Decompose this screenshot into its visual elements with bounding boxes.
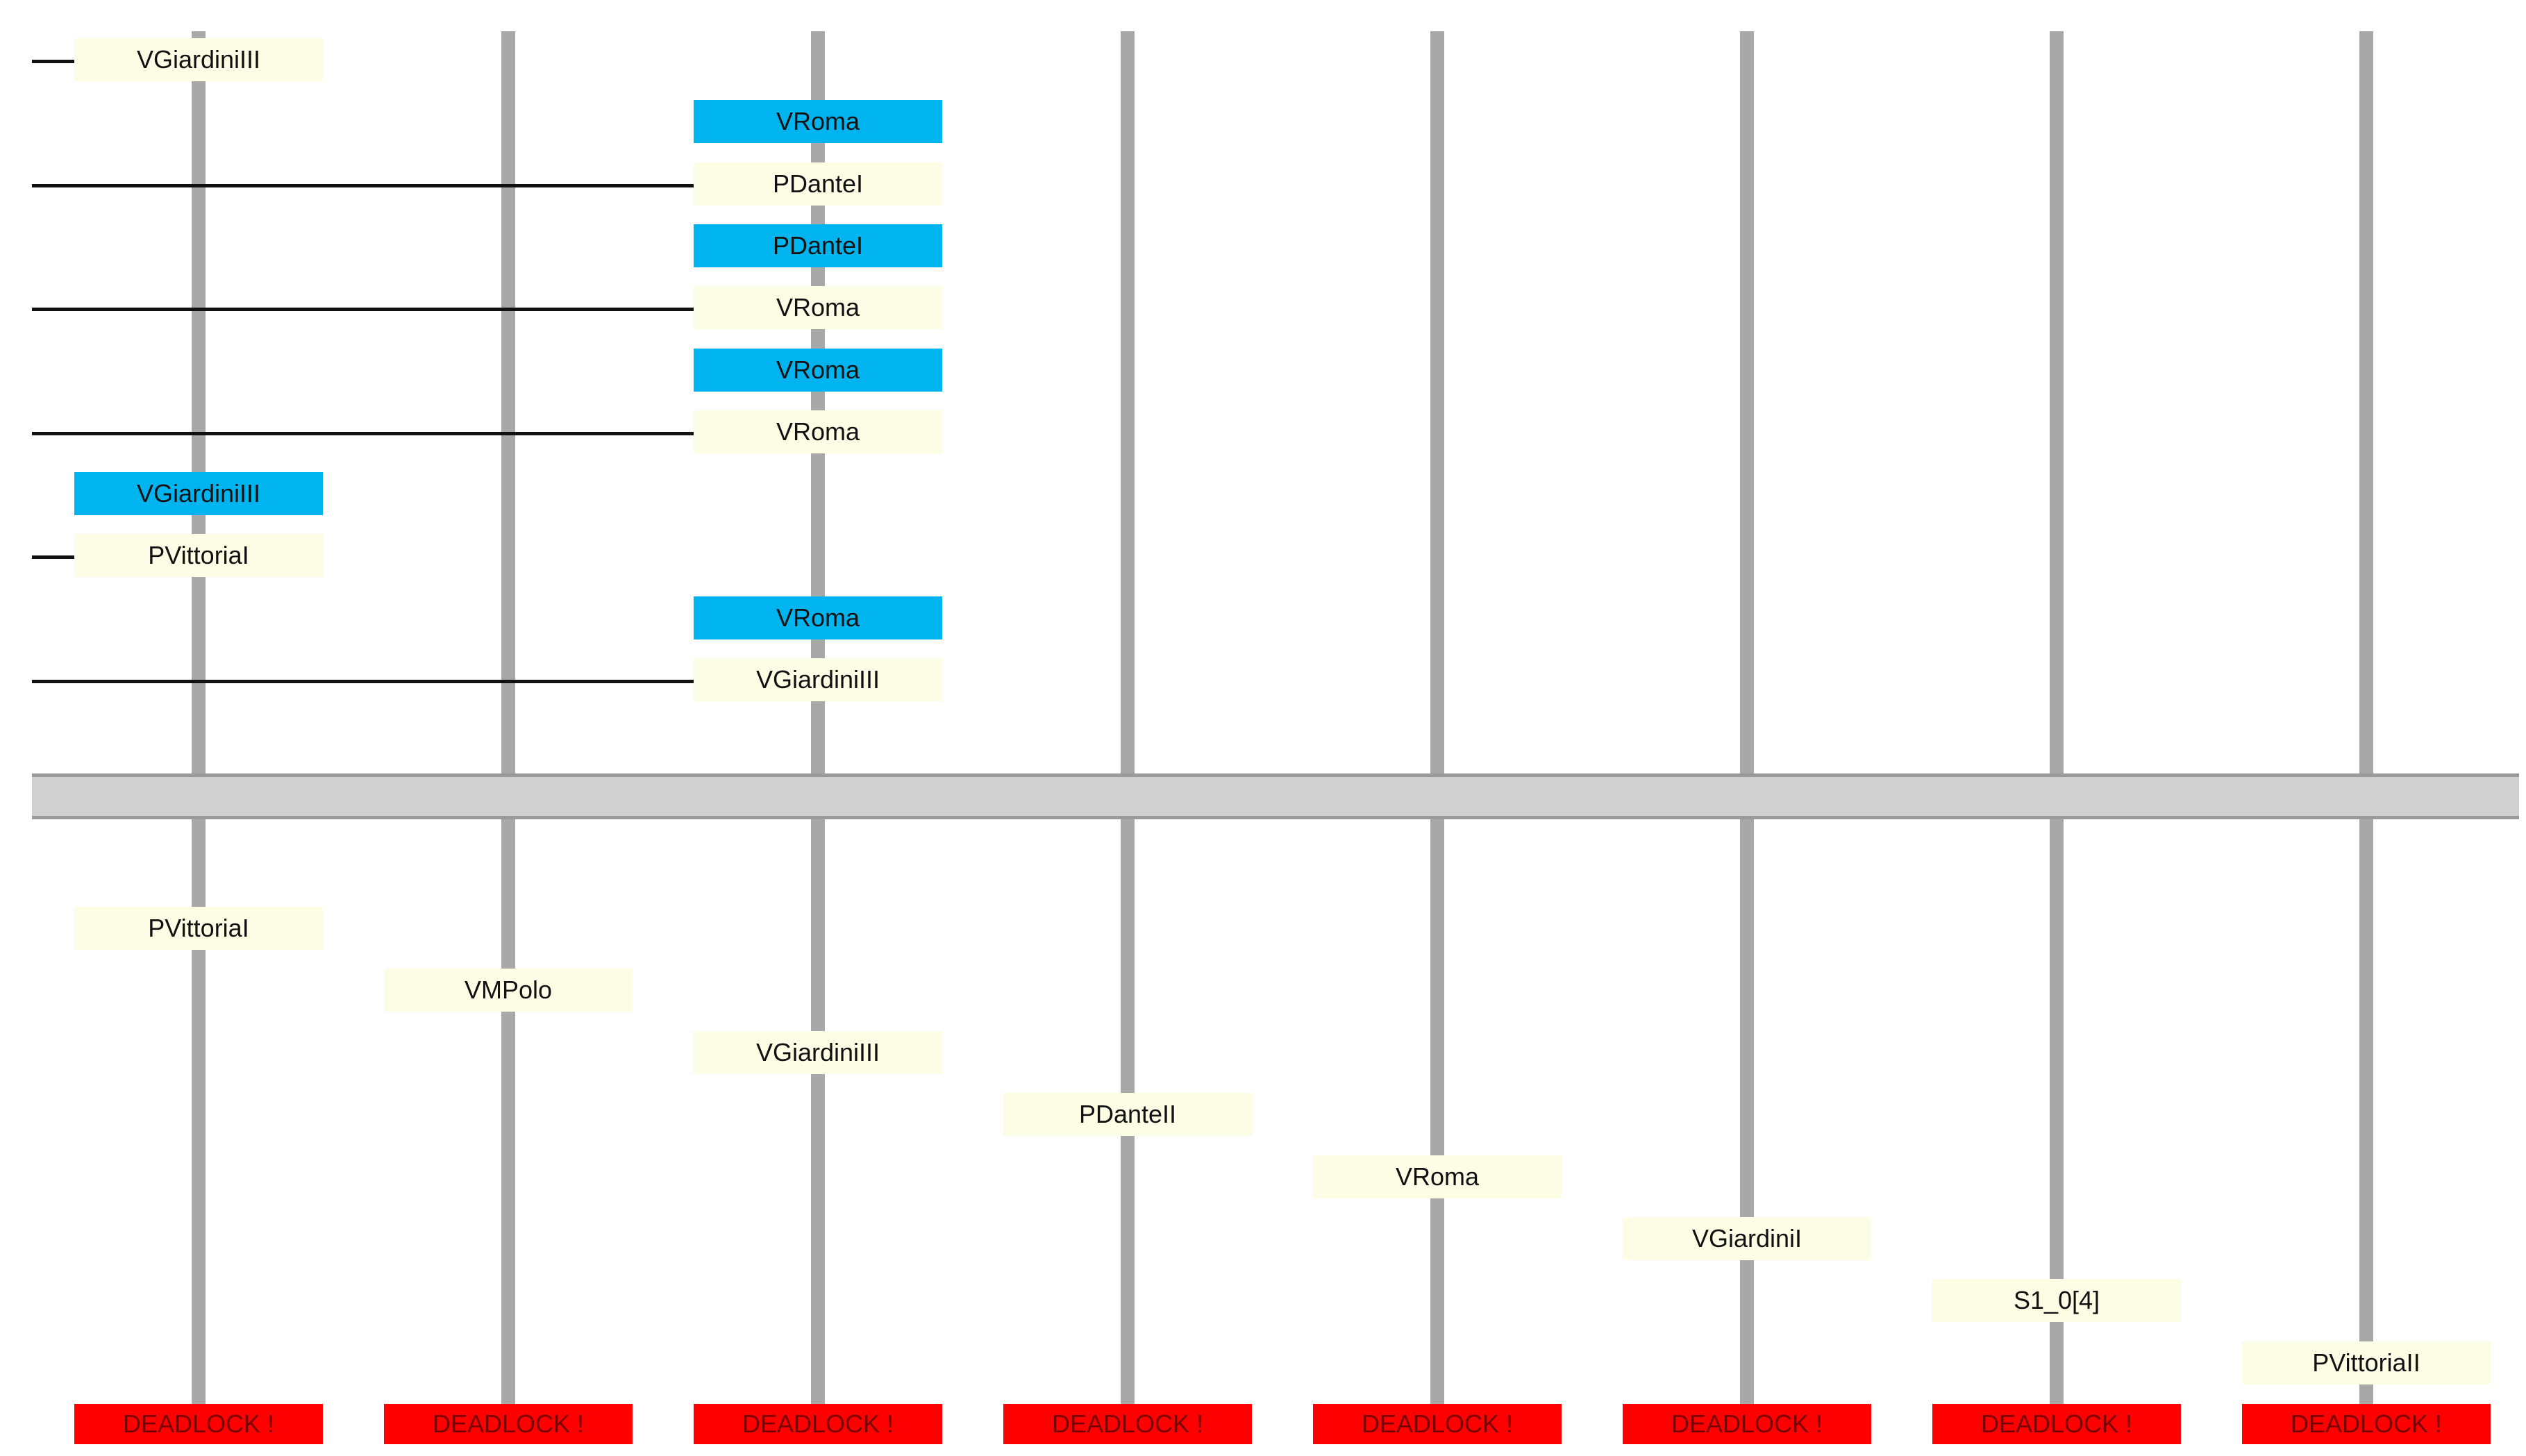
event-box: PDanteI — [694, 162, 942, 206]
event-box: PVittoriaI — [74, 907, 323, 950]
deadlock-box: DEADLOCK ! — [2242, 1404, 2491, 1444]
deadlock-box: DEADLOCK ! — [1932, 1404, 2181, 1444]
deadlock-box: DEADLOCK ! — [384, 1404, 633, 1444]
event-box: VGiardiniIII — [694, 658, 942, 701]
deadlock-box: DEADLOCK ! — [1623, 1404, 1871, 1444]
message-line — [32, 555, 74, 560]
highlighted-event-box: VGiardiniIII — [74, 472, 323, 516]
lane-7 — [2050, 31, 2064, 1409]
separator-bar — [32, 773, 2519, 819]
message-line — [32, 308, 694, 312]
event-box: VRoma — [694, 286, 942, 330]
deadlock-box: DEADLOCK ! — [74, 1404, 323, 1444]
event-box: VGiardiniIII — [694, 1030, 942, 1074]
lane-2 — [501, 31, 515, 1409]
deadlock-box: DEADLOCK ! — [1003, 1404, 1252, 1444]
highlighted-event-box: PDanteI — [694, 224, 942, 267]
event-box: VGiardiniIII — [74, 38, 323, 81]
event-box: PDanteII — [1003, 1093, 1252, 1137]
event-box: VGiardiniI — [1623, 1217, 1871, 1260]
message-line — [32, 680, 694, 683]
message-line — [32, 183, 694, 187]
message-line — [32, 431, 694, 435]
event-box: S1_0[4] — [1932, 1279, 2181, 1323]
event-box: VMPolo — [384, 969, 633, 1012]
lane-5 — [1430, 31, 1444, 1409]
event-box: PVittoriaII — [2242, 1341, 2491, 1384]
deadlock-box: DEADLOCK ! — [1313, 1404, 1562, 1444]
highlighted-event-box: VRoma — [694, 596, 942, 639]
lane-8 — [2359, 31, 2373, 1409]
lane-6 — [1740, 31, 1754, 1409]
event-box: VRoma — [1313, 1155, 1562, 1198]
highlighted-event-box: VRoma — [694, 348, 942, 392]
deadlock-box: DEADLOCK ! — [694, 1404, 942, 1444]
event-box: PVittoriaI — [74, 534, 323, 578]
message-line — [32, 60, 74, 63]
lane-4 — [1121, 31, 1135, 1409]
highlighted-event-box: VRoma — [694, 100, 942, 144]
lane-1 — [192, 31, 206, 1409]
event-box: VRoma — [694, 410, 942, 453]
